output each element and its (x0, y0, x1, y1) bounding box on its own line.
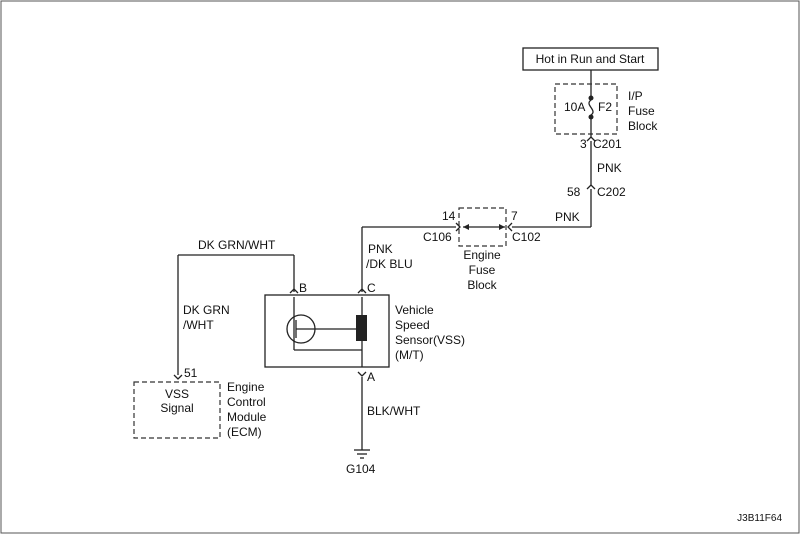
wire-label-pnk-1: PNK (597, 161, 622, 175)
ip-fuse-block-label-2: Fuse (628, 104, 655, 118)
vss-label-3: Sensor(VSS) (395, 333, 465, 347)
wire-label-pnk-2: PNK (555, 210, 580, 224)
vss-pin-b-symbol (289, 288, 299, 294)
vss-pin-c-symbol (357, 288, 367, 294)
wire-label-blk-wht: BLK/WHT (367, 404, 421, 418)
figure-id: J3B11F64 (737, 513, 782, 524)
ecm-signal-1: VSS (165, 387, 189, 401)
c102-label: C102 (512, 230, 541, 244)
engine-fuse-block-label-2: Fuse (469, 263, 496, 277)
c102-connector-symbol (507, 222, 513, 232)
c202-label: C202 (597, 185, 626, 199)
wire-label-dkgrn-top: DK GRN/WHT (198, 238, 276, 252)
fuse-terminal-bottom (588, 114, 594, 120)
fuse-rating: 10A (564, 100, 585, 114)
ecm-label-3: Module (227, 410, 267, 424)
ecm-pin-symbol (173, 374, 183, 380)
ground-label: G104 (346, 462, 376, 476)
fuse-name: F2 (598, 100, 612, 114)
c106-connector-symbol (455, 222, 461, 232)
engine-fuse-block-outline (458, 207, 507, 247)
vss-pin-b: B (299, 281, 307, 295)
c202-pin: 58 (567, 185, 581, 199)
ecm-label-4: (ECM) (227, 425, 262, 439)
c201-pin: 3 (580, 137, 587, 151)
ecm-label-2: Control (227, 395, 266, 409)
ip-fuse-block-label-1: I/P (628, 89, 643, 103)
c106-pin: 14 (442, 209, 456, 223)
link-arrow-right (499, 224, 505, 230)
wire-label-dkgrn-1: DK GRN (183, 303, 230, 317)
vss-coil-icon (356, 315, 367, 341)
ecm-pin: 51 (184, 366, 198, 380)
wire-label-dkgrn-2: /WHT (183, 318, 214, 332)
wire-label-pnk-dkblu-2: /DK BLU (366, 257, 413, 271)
fuse-f2-symbol (588, 99, 594, 116)
ip-fuse-block-label-3: Block (628, 119, 658, 133)
vss-label-2: Speed (395, 318, 430, 332)
vss-pin-a: A (367, 370, 375, 384)
ground-icon (354, 449, 370, 459)
c202-connector-symbol (586, 184, 596, 190)
c102-pin: 7 (511, 209, 518, 223)
vss-sensor-box (264, 294, 390, 368)
power-source-label: Hot in Run and Start (536, 52, 645, 66)
ecm-outline (133, 381, 221, 439)
vss-pin-c: C (367, 281, 376, 295)
ecm-signal-2: Signal (160, 401, 193, 415)
engine-fuse-block-label-3: Block (467, 278, 497, 292)
wire-label-pnk-dkblu-1: PNK (368, 242, 393, 256)
c201-connector-symbol (586, 136, 596, 142)
ecm-label-1: Engine (227, 380, 265, 394)
vss-label-4: (M/T) (395, 348, 424, 362)
link-arrow-left (463, 224, 469, 230)
engine-fuse-block-label-1: Engine (463, 248, 501, 262)
vss-pin-a-symbol (357, 371, 367, 377)
vss-label-1: Vehicle (395, 303, 434, 317)
fuse-terminal-top (588, 95, 594, 101)
c106-label: C106 (423, 230, 452, 244)
c201-label: C201 (593, 137, 622, 151)
